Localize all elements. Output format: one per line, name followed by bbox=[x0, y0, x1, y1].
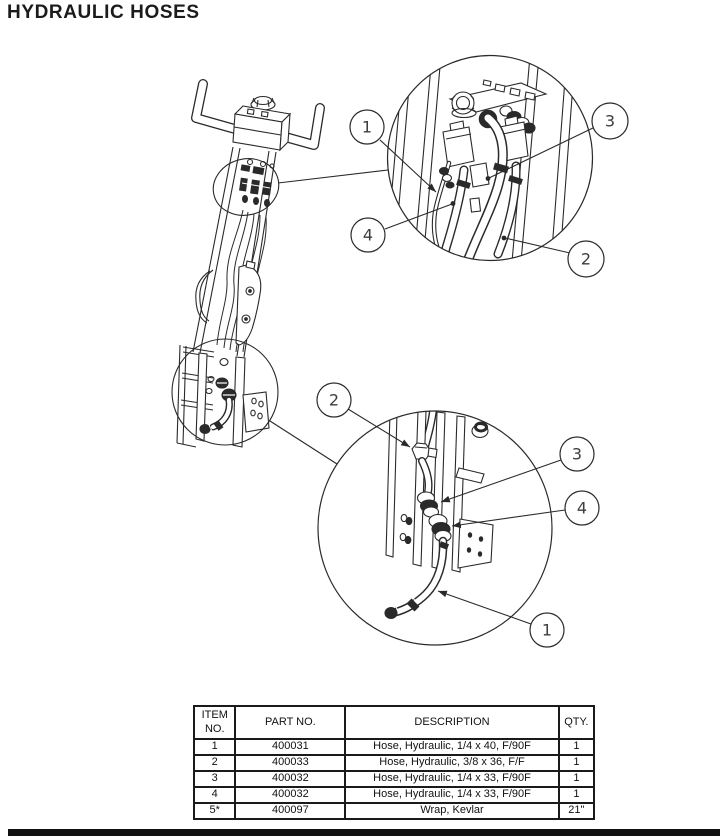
cell-qty: 1 bbox=[557, 754, 596, 772]
hydraulic-hoses-diagram: 1 4 3 2 2 3 4 bbox=[171, 54, 629, 648]
cell-description: Hose, Hydraulic, 3/8 x 36, F/F bbox=[344, 754, 560, 772]
cell-item-no: 4 bbox=[192, 786, 237, 804]
parts-table: ITEM NO. PART NO. DESCRIPTION QTY. 1 400… bbox=[192, 705, 596, 820]
table-row: 1 400031 Hose, Hydraulic, 1/4 x 40, F/90… bbox=[192, 738, 596, 756]
page-title: HYDRAULIC HOSES bbox=[7, 2, 200, 23]
callout-upper-4: 4 bbox=[350, 217, 386, 253]
callout-upper-4-label: 4 bbox=[363, 226, 373, 245]
table-row: 4 400032 Hose, Hydraulic, 1/4 x 33, F/90… bbox=[192, 786, 596, 804]
upper-detail-view bbox=[387, 55, 575, 261]
cell-part-no: 400033 bbox=[234, 754, 347, 772]
table-row: 3 400032 Hose, Hydraulic, 1/4 x 33, F/90… bbox=[192, 770, 596, 788]
header-description: DESCRIPTION bbox=[344, 705, 560, 740]
cell-part-no: 400031 bbox=[234, 738, 347, 756]
parts-table-header-row: ITEM NO. PART NO. DESCRIPTION QTY. bbox=[192, 705, 596, 740]
callout-upper-1-label: 1 bbox=[362, 118, 372, 137]
upper-zoom-source-ellipse bbox=[212, 158, 280, 216]
lower-zoom-source-circle bbox=[171, 338, 279, 446]
callout-lower-1: 1 bbox=[529, 612, 565, 648]
callout-lower-1-label: 1 bbox=[542, 621, 552, 640]
callout-lower-4: 4 bbox=[564, 490, 600, 526]
callout-lower-2-label: 2 bbox=[329, 391, 339, 410]
upper-detail-circle bbox=[386, 54, 594, 262]
cell-qty: 21" bbox=[557, 802, 596, 820]
callout-lower-4-label: 4 bbox=[577, 499, 587, 518]
leader-lines bbox=[269, 126, 596, 625]
callout-upper-2-label: 2 bbox=[581, 250, 591, 269]
callout-lower-2: 2 bbox=[316, 382, 352, 418]
header-part-no: PART NO. bbox=[234, 705, 347, 740]
cell-qty: 1 bbox=[557, 786, 596, 804]
main-assembly-view bbox=[171, 79, 325, 448]
cell-item-no: 2 bbox=[192, 754, 237, 772]
callout-upper-3: 3 bbox=[591, 102, 629, 140]
callout-upper-2: 2 bbox=[567, 240, 605, 278]
header-qty: QTY. bbox=[557, 705, 596, 740]
cell-part-no: 400032 bbox=[234, 770, 347, 788]
header-item-no: ITEM NO. bbox=[192, 705, 237, 740]
lower-detail-view bbox=[384, 411, 494, 620]
cell-item-no: 1 bbox=[192, 738, 237, 756]
lower-detail-circle bbox=[317, 410, 553, 646]
cell-part-no: 400032 bbox=[234, 786, 347, 804]
footer-black-bar bbox=[8, 829, 720, 836]
cell-item-no: 5* bbox=[192, 802, 237, 820]
cell-qty: 1 bbox=[557, 770, 596, 788]
callout-lower-3-label: 3 bbox=[572, 445, 582, 464]
cell-description: Hose, Hydraulic, 1/4 x 40, F/90F bbox=[344, 738, 560, 756]
callout-balloons: 1 4 3 2 2 3 4 bbox=[316, 102, 629, 648]
cell-description: Hose, Hydraulic, 1/4 x 33, F/90F bbox=[344, 786, 560, 804]
valve-cluster bbox=[239, 164, 272, 207]
table-row: 5* 400097 Wrap, Kevlar 21" bbox=[192, 802, 596, 820]
cell-item-no: 3 bbox=[192, 770, 237, 788]
table-row: 2 400033 Hose, Hydraulic, 3/8 x 36, F/F … bbox=[192, 754, 596, 772]
callout-lower-3: 3 bbox=[559, 436, 595, 472]
cell-qty: 1 bbox=[557, 738, 596, 756]
cell-part-no: 400097 bbox=[234, 802, 347, 820]
cell-description: Hose, Hydraulic, 1/4 x 33, F/90F bbox=[344, 770, 560, 788]
cell-description: Wrap, Kevlar bbox=[344, 802, 560, 820]
callout-upper-1: 1 bbox=[349, 109, 385, 145]
callout-upper-3-label: 3 bbox=[605, 112, 615, 131]
